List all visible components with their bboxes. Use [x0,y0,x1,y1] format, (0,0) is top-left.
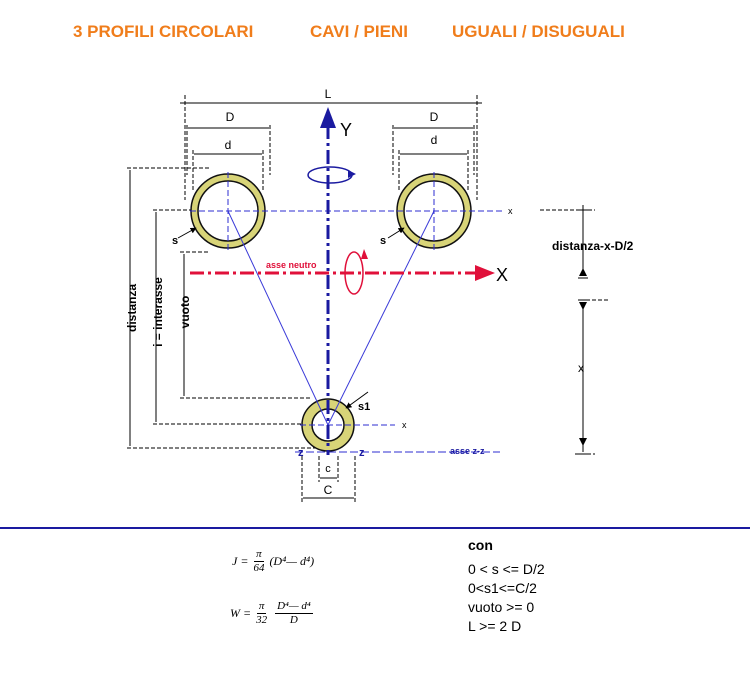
formula-J: J = π 64 (D⁴— d⁴) [232,548,314,575]
condition-s: 0 < s <= D/2 [468,561,545,577]
label-x-small-bottom: x [402,420,407,430]
formula-J-frac: π 64 [251,548,266,575]
rotation-y-icon [307,166,356,184]
label-D-left: D [226,110,235,124]
dimension-lines [127,95,610,502]
triangle-lines [227,210,435,426]
condition-vuoto: vuoto >= 0 [468,599,535,615]
thickness-arrows [177,227,405,409]
label-d-right: d [431,133,438,147]
label-z-right: z [359,447,365,459]
conditions-heading: con [468,537,493,553]
formula-J-lhs: J = [232,554,249,568]
label-interasse: i = interasse [151,277,165,347]
x-axis [190,265,495,281]
formula-J-rhs: (D⁴— d⁴) [269,554,315,568]
label-s-left: s [172,235,178,247]
label-distanza: distanza [125,284,139,332]
diagram: L D d D d Y X x x x s s s1 asse neutro d… [125,87,634,502]
label-s-right: s [380,235,386,247]
formula-W-num: D⁴— d⁴ [275,600,313,614]
dimension-ticks [180,102,588,455]
formula-J-den: 64 [253,562,265,574]
label-X: X [496,265,508,285]
title-cavi-pieni: CAVI / PIENI [310,22,408,41]
formula-W-den32: 32 [256,614,268,626]
formula-W-frac-d: D⁴— d⁴ D [275,600,313,627]
label-s1: s1 [358,401,370,413]
separator-line [0,527,750,529]
label-distanza-x-d2: distanza-x-D/2 [552,239,634,253]
label-D-right: D [430,110,439,124]
label-C: C [324,483,333,497]
label-x-dim: x [578,361,584,375]
formula-W-frac-pi: π 32 [254,600,269,627]
title-profili: 3 PROFILI CIRCOLARI [73,22,254,41]
label-vuoto: vuoto [178,296,192,329]
rotation-x-icon [344,249,368,295]
y-axis [320,107,336,455]
label-asse-z-z: asse z-z [450,446,485,456]
condition-s1: 0<s1<=C/2 [468,580,537,596]
condition-L: L >= 2 D [468,618,522,634]
formula-W-den: D [289,614,298,626]
title-uguali: UGUALI / DISUGUALI [452,22,625,41]
label-d-left: d [225,138,232,152]
label-Y: Y [340,120,352,140]
formula-J-pi: π [254,548,264,562]
label-z-left: z [298,447,304,459]
formula-W-lhs: W = [230,606,252,620]
label-asse-neutro: asse neutro [266,260,317,270]
label-c: c [325,463,331,475]
label-L: L [325,87,332,101]
formula-W-pi: π [256,600,267,614]
formula-W: W = π 32 D⁴— d⁴ D [230,600,316,627]
label-x-small-right: x [508,206,513,216]
